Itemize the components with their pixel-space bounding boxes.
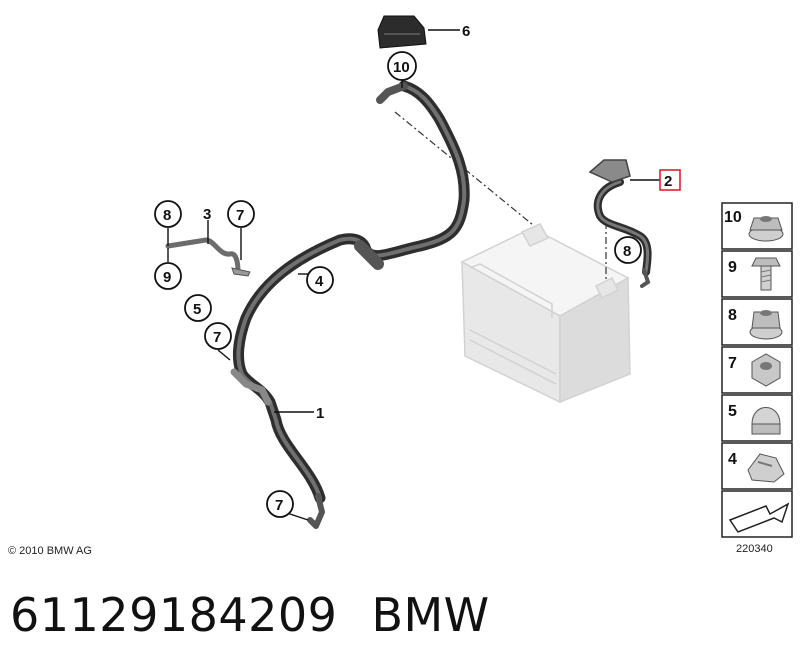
- legend-item-7: 7: [721, 346, 793, 394]
- parts-diagram: 1 2 3 4 5 6 7 7 7 8 8 9 10: [8, 15, 793, 557]
- callout-10: 10: [387, 51, 417, 81]
- cap-nut-icon: [751, 407, 781, 435]
- svg-text:8: 8: [728, 307, 737, 324]
- svg-text:9: 9: [163, 269, 171, 286]
- negative-cable: [588, 159, 652, 288]
- legend-item-arrow: [721, 490, 793, 538]
- ground-strap: [165, 237, 251, 277]
- callout-4: 4: [306, 266, 334, 294]
- terminal-module: [377, 15, 427, 49]
- svg-text:10: 10: [393, 59, 410, 76]
- illustration-number: 220340: [736, 543, 773, 555]
- svg-text:7: 7: [728, 355, 737, 372]
- svg-text:2: 2: [664, 173, 672, 190]
- svg-text:9: 9: [728, 259, 737, 276]
- legend-panel: 10 9 8: [721, 202, 793, 538]
- callout-7-bottom: 7: [266, 490, 294, 518]
- brand-name: BMW: [371, 588, 490, 642]
- callout-8-bracket: 8: [154, 200, 182, 228]
- svg-text:7: 7: [213, 329, 221, 346]
- callout-7-bracket: 7: [227, 200, 255, 228]
- hex-nut-icon: [751, 353, 781, 387]
- svg-text:7: 7: [236, 207, 244, 224]
- callout-9: 9: [154, 262, 182, 290]
- callout-5: 5: [184, 294, 212, 322]
- callout-3: 3: [203, 206, 211, 223]
- guide-lines: [394, 111, 607, 282]
- battery: [460, 223, 631, 404]
- svg-text:5: 5: [728, 403, 737, 420]
- part-caption: 61129184209 BMW: [10, 588, 490, 642]
- flange-nut-icon: [749, 310, 783, 340]
- callout-8-right: 8: [614, 236, 642, 264]
- svg-text:3: 3: [203, 206, 211, 223]
- arrow-icon: [728, 502, 790, 533]
- callout-6: 6: [462, 23, 470, 40]
- svg-text:1: 1: [316, 405, 324, 422]
- legend-item-5: 5: [721, 394, 793, 442]
- cable-clip-icon: [747, 453, 785, 483]
- callout-2: 2: [659, 169, 681, 191]
- bolt-icon: [751, 257, 781, 291]
- copyright-text: © 2010 BMW AG: [8, 545, 92, 557]
- nut-with-washer-icon: [748, 216, 784, 242]
- callout-1: 1: [316, 405, 324, 422]
- legend-item-9: 9: [721, 250, 793, 298]
- svg-text:8: 8: [623, 243, 631, 260]
- battery-cable: [230, 80, 470, 529]
- callout-7-middle: 7: [204, 322, 232, 350]
- svg-text:6: 6: [462, 23, 470, 40]
- svg-text:5: 5: [193, 301, 201, 318]
- svg-text:7: 7: [275, 497, 283, 514]
- part-number: 61129184209: [10, 588, 338, 642]
- legend-item-8: 8: [721, 298, 793, 346]
- svg-text:4: 4: [315, 273, 324, 290]
- svg-text:10: 10: [724, 209, 742, 226]
- svg-text:4: 4: [728, 451, 737, 468]
- svg-text:8: 8: [163, 207, 171, 224]
- legend-item-4: 4: [721, 442, 793, 490]
- legend-item-10: 10: [721, 202, 793, 250]
